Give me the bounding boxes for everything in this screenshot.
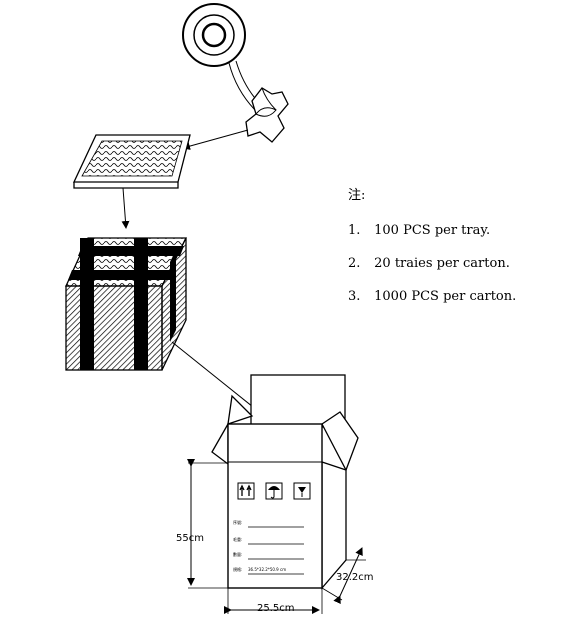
note-item: 3. 1000 PCS per carton.: [348, 289, 516, 322]
label-field-quantity: 數量:: [233, 551, 242, 557]
width-dimension: 25.5cm: [224, 588, 323, 614]
arrow-to-tray: [182, 129, 249, 150]
notes-title: 注:: [348, 188, 366, 203]
label-field-weight: 毛重:: [233, 536, 242, 542]
note-text: 1000 PCS per carton.: [374, 289, 517, 304]
notes-panel: 注: 1. 100 PCS per tray. 2. 20 traies per…: [348, 184, 516, 322]
note-number: 3.: [348, 289, 361, 304]
note-item: 1. 100 PCS per tray.: [348, 223, 516, 256]
component-icon: [245, 87, 289, 143]
note-number: 1.: [348, 223, 361, 238]
depth-label: 32.2cm: [336, 572, 374, 583]
note-text: 20 traies per carton.: [374, 256, 510, 271]
tray-icon: [72, 134, 191, 189]
reel-icon: [182, 3, 263, 111]
depth-dimension: 32.2cm: [321, 547, 374, 605]
note-number: 2.: [348, 256, 361, 271]
height-label: 55cm: [176, 533, 204, 544]
arrow-to-stack: [121, 187, 130, 229]
width-label: 25.5cm: [257, 603, 295, 614]
height-dimension: 55cm: [176, 459, 228, 589]
label-spec-value: 36.5*32.2*50.9 cm: [248, 567, 286, 572]
this-side-up-icon: [237, 482, 255, 500]
label-field-spec: 規格:: [233, 566, 242, 572]
label-field-serial: 序號:: [233, 519, 242, 525]
stacked-trays-icon: [64, 237, 188, 371]
note-text: 100 PCS per tray.: [374, 223, 491, 238]
note-item: 2. 20 traies per carton.: [348, 256, 516, 289]
carton-label-fields: 序號: 毛重: 數量: 規格: 36.5*32.2*50.9 cm: [233, 519, 304, 575]
carton-box-icon: 序號: 毛重: 數量: 規格: 36.5*32.2*50.9 cm: [211, 374, 359, 590]
